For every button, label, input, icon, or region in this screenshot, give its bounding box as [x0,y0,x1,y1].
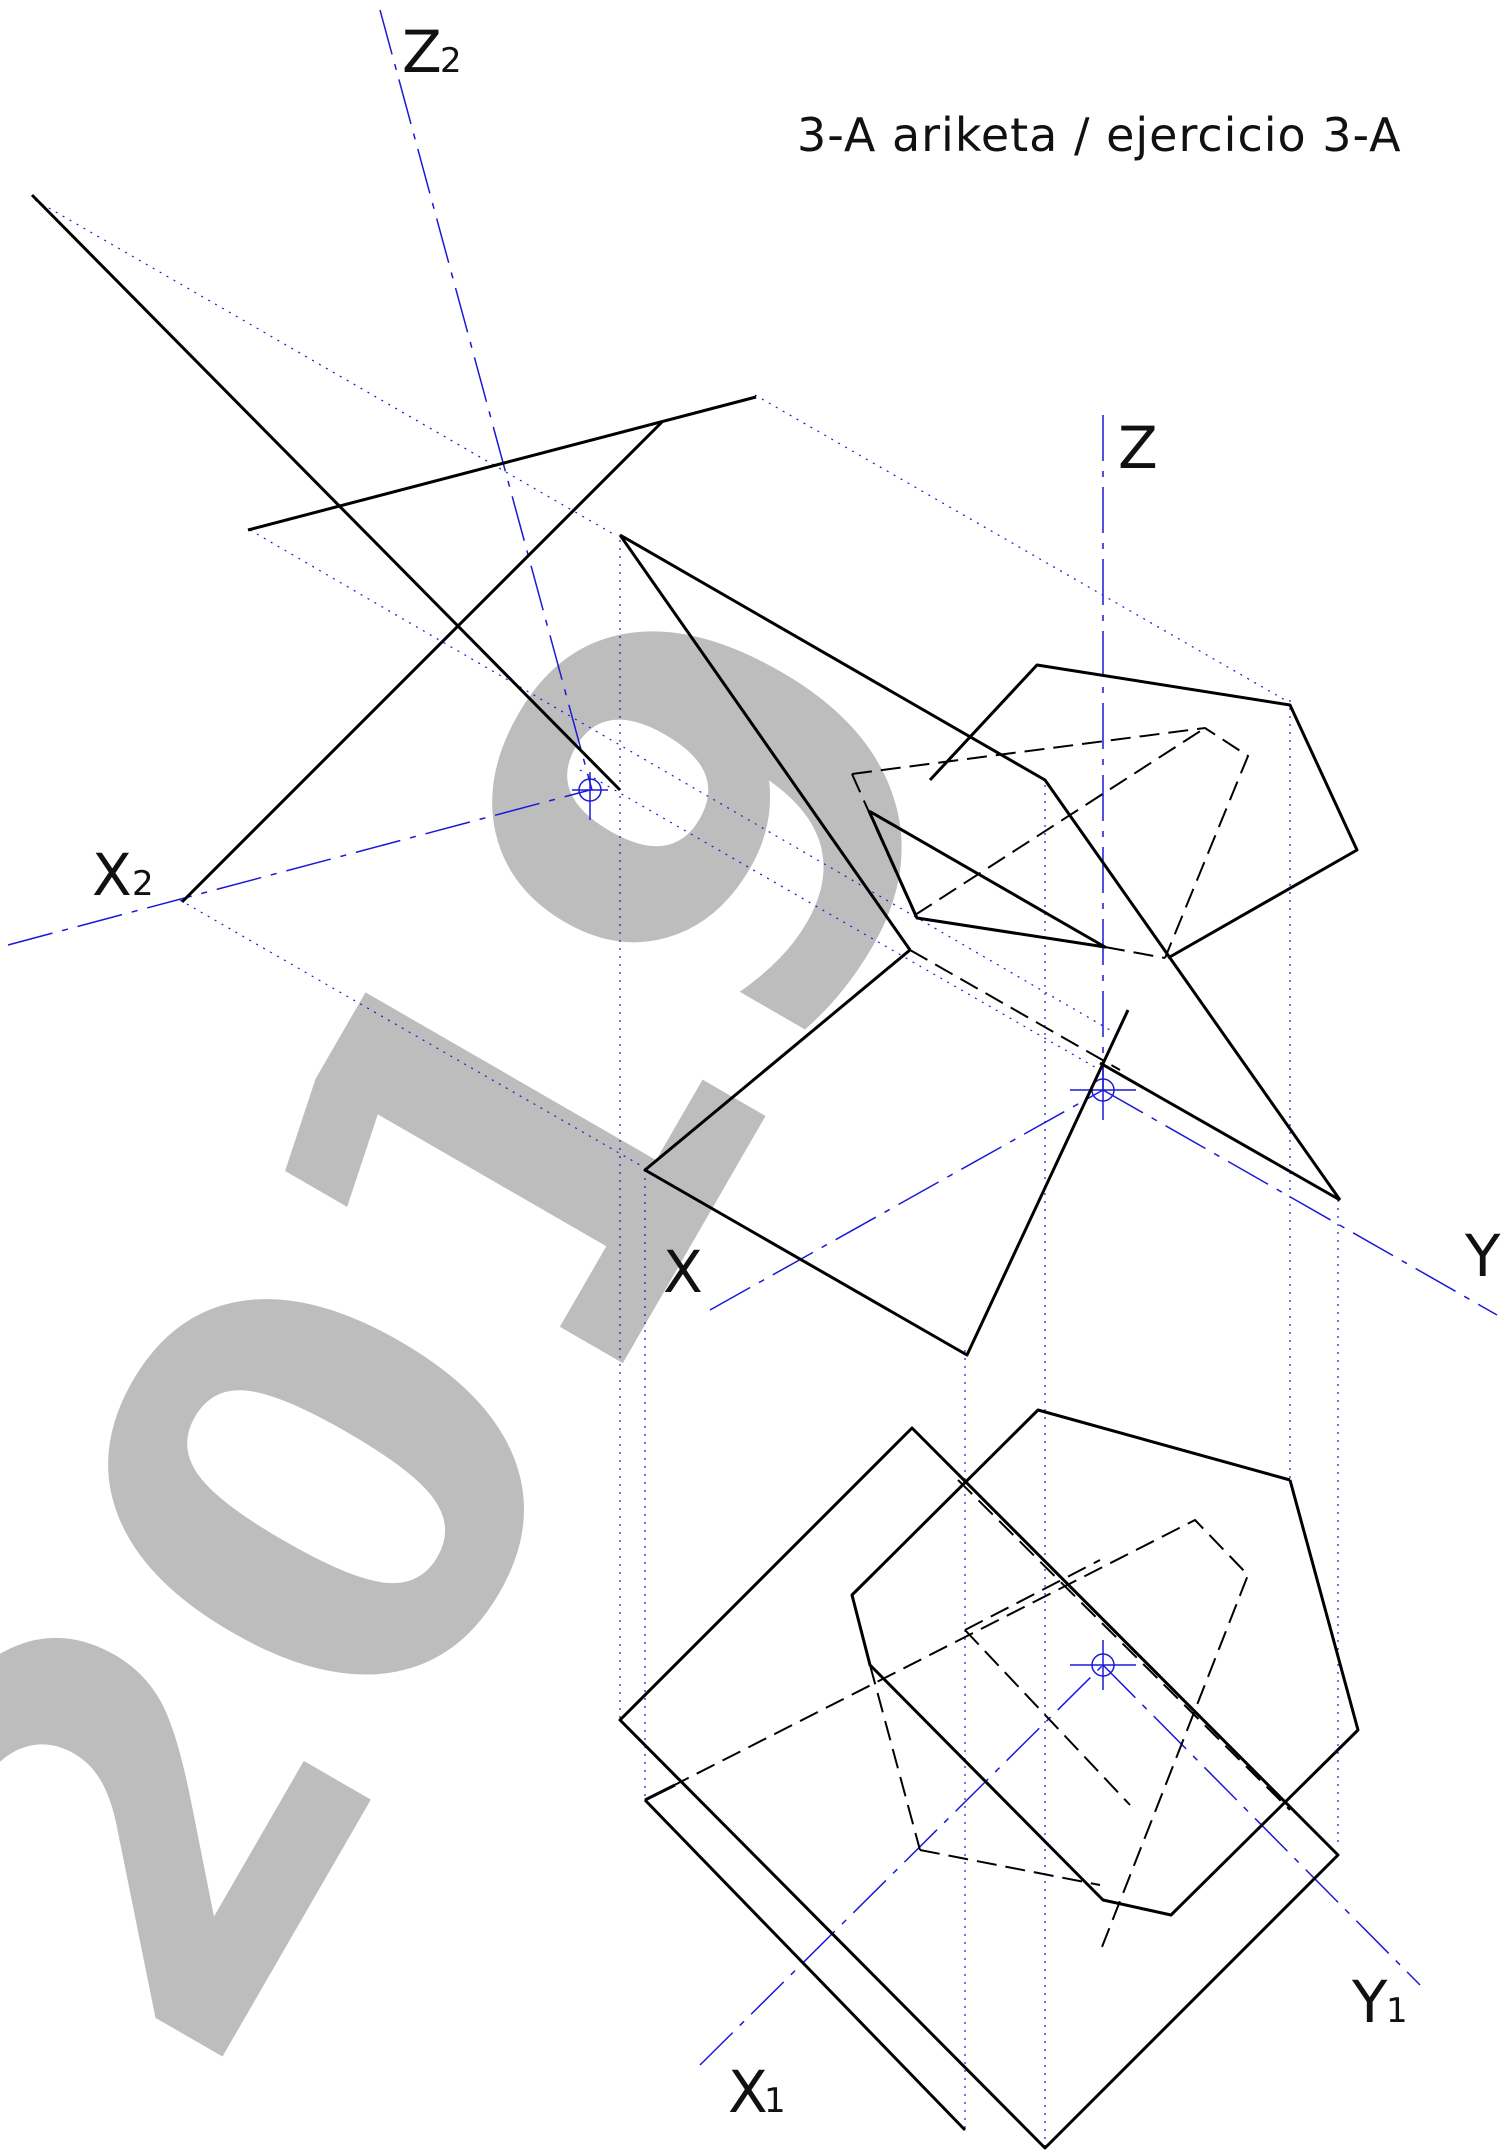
x2-label: X [92,841,132,909]
axis-labels: Z 2 X 2 Z X Y X 1 Y 1 [92,18,1501,2126]
projection-line [249,529,1111,1031]
z2-label: Z [402,18,442,86]
plan-heptagon [850,1408,1360,1917]
hidden-plan-outline [644,1518,1250,1953]
projection-line [754,394,1286,701]
z-label: Z [1118,414,1158,482]
hidden-edge [909,949,1121,1071]
x-label: X [663,1238,703,1306]
x2-axis [7,789,591,946]
origin-marker-1 [1070,1640,1136,1690]
z2-subscript: 2 [440,41,462,81]
hidden-triangle [851,726,1250,959]
origin-markers [572,772,1136,1690]
hidden-plan-edge [964,1629,1131,1806]
plan-square [618,1426,1340,2150]
x1-subscript: 1 [764,2081,786,2121]
hidden-plan-edge [964,1559,1101,1631]
trace-line [30,193,622,792]
exercise-title: 3-A ariketa / ejercicio 3-A [797,108,1402,162]
projection-line [34,199,616,536]
y-label: Y [1464,1222,1501,1290]
triangle-outline [619,533,1342,1201]
trace-line [180,420,664,904]
x-axis [709,1089,1104,1311]
hidden-plan-edge [869,1664,921,1851]
projection-lines [34,199,1339,2150]
x1-label: X [728,2058,768,2126]
quadrilateral-outline [643,948,1130,1357]
triangle-edge [1099,1061,1341,1202]
z2-axis [379,9,593,791]
projection-line [179,899,641,1166]
x2-subscript: 2 [132,864,154,904]
watermark-text: 2019 [0,486,1095,2156]
hidden-edge [851,773,916,916]
origin-marker-2 [572,772,608,820]
triangle-edge [618,534,912,951]
y-axis [1102,1089,1498,1316]
hidden-plan-edge [919,1849,1101,1886]
hidden-edge [1104,946,1166,959]
y1-subscript: 1 [1386,1991,1408,2031]
trace-line [247,395,757,532]
watermark: 2019 [0,486,1095,2156]
heptagon-outline [928,663,1359,960]
x1-axis [699,1664,1104,2066]
hidden-plan-edge [957,1479,1291,1811]
y1-label: Y [1351,1968,1388,2036]
plan-square-2 [643,1798,967,2132]
hidden-edges [644,726,1291,1953]
